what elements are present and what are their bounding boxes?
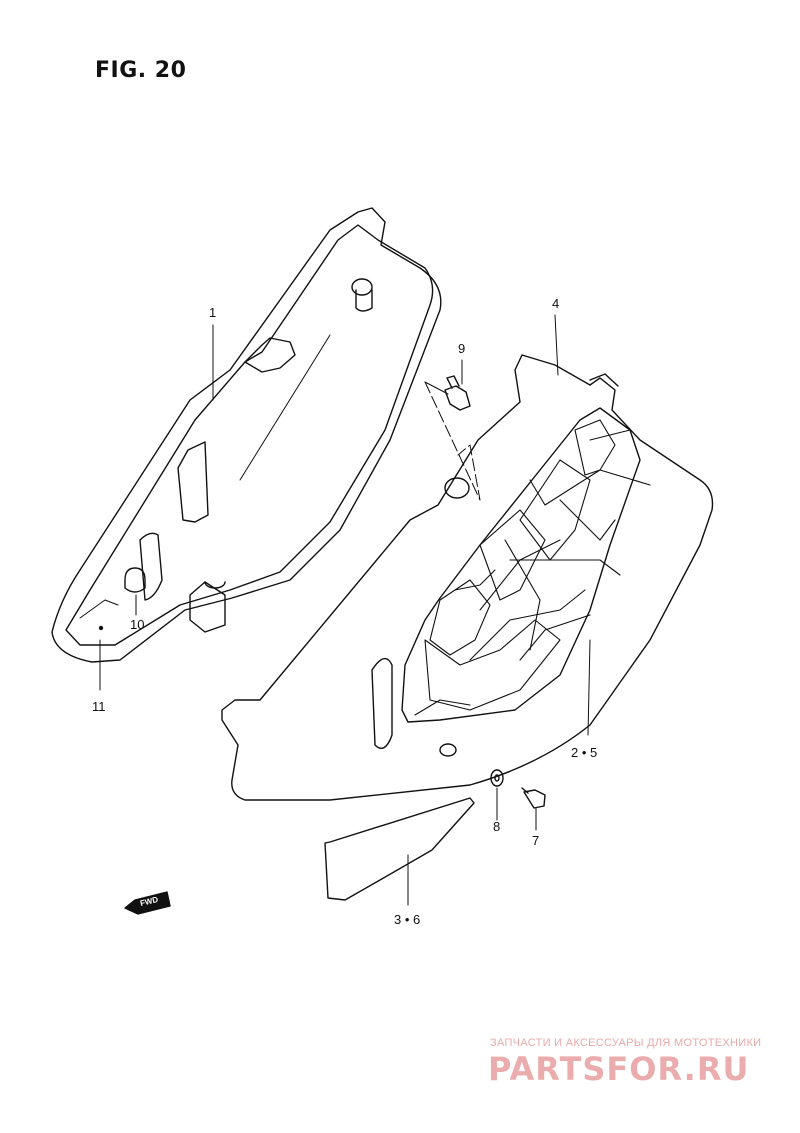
part-1-side-cover — [51, 207, 442, 663]
callout-8: 8 — [493, 819, 501, 834]
callout-1: 1 — [209, 305, 217, 320]
part-3-lower-piece — [324, 797, 475, 901]
watermark-tagline: ЗАПЧАСТИ И АКСЕССУАРЫ ДЛЯ МОТОТЕХНИКИ — [490, 1037, 762, 1049]
figure-title: FIG. 20 — [95, 58, 187, 83]
watermark-logo: PARTSFOR.RU — [488, 1050, 750, 1088]
part-8-washer — [490, 769, 504, 787]
part-4-side-panel — [221, 354, 714, 801]
callout-4: 4 — [552, 296, 560, 311]
part-9-bolt — [444, 375, 471, 411]
callout-2-5: 2 • 5 — [571, 745, 598, 760]
callout-3-6: 3 • 6 — [394, 912, 421, 927]
callout-11: 11 — [92, 699, 106, 714]
callout-9: 9 — [458, 341, 466, 356]
fwd-arrow-icon — [124, 891, 171, 915]
callout-7: 7 — [532, 833, 540, 848]
part-7-screw — [521, 787, 546, 809]
callout-10: 10 — [130, 617, 145, 632]
part-10-grommet — [124, 567, 146, 593]
leader-lines — [99, 314, 591, 906]
